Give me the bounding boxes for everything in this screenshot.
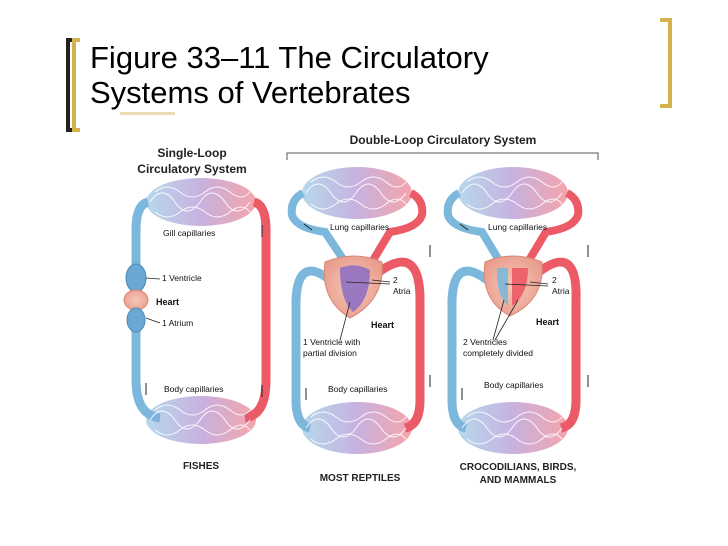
fish-gill-capillaries-label: Gill capillaries xyxy=(163,228,216,238)
double-loop-header: Double-Loop Circulatory System xyxy=(349,133,537,147)
reptile-atria-word: Atria xyxy=(393,286,411,296)
mammal-caption: CROCODILIANS, BIRDS, AND MAMMALS xyxy=(444,461,592,487)
reptile-lung-capillaries-label: Lung capillaries xyxy=(330,222,390,232)
mammal-lung-capillaries-label: Lung capillaries xyxy=(488,222,548,232)
reptile-heart-label: Heart xyxy=(371,320,395,330)
double-loop-brace xyxy=(286,152,599,160)
mammal-atria-label: 2 Atria xyxy=(552,275,569,297)
mammal-ventricle-note-line-1: 2 Ventricles xyxy=(463,337,507,347)
reptile-atria-label: 2 Atria xyxy=(393,275,410,297)
mammal-diagram xyxy=(443,167,589,454)
mammal-body-capillaries-label: Body capillaries xyxy=(484,380,544,390)
fish-ventricle-label: 1 Ventricle xyxy=(162,273,202,283)
single-loop-header: Single-Loop Circulatory System xyxy=(122,145,262,177)
reptile-caption: MOST REPTILES xyxy=(319,473,401,484)
gill-capillary-bed xyxy=(146,178,256,226)
mammal-caption-line-2: AND MAMMALS xyxy=(479,475,557,486)
fish-atrium xyxy=(126,307,146,333)
fish-body-capillaries-label: Body capillaries xyxy=(164,384,224,394)
left-bracket-accent xyxy=(72,38,80,132)
reptile-atria-count: 2 xyxy=(393,275,398,285)
reptile-body-capillary-bed xyxy=(302,402,412,454)
title-line-1: Figure 33–11 The Circulatory xyxy=(90,40,489,75)
fish-body-capillary-mesh xyxy=(149,404,251,436)
mammal-left-ventricle xyxy=(512,268,528,306)
mammal-body-capillary-bed xyxy=(458,402,568,454)
mammal-atria-count: 2 xyxy=(552,275,557,285)
reptile-lung-capillary-bed xyxy=(302,167,412,219)
fish-atrium-label: 1 Atrium xyxy=(162,318,194,328)
mammal-caption-line-1: CROCODILIANS, BIRDS, xyxy=(459,462,577,473)
title-line-2: Systems of Vertebrates xyxy=(90,75,411,110)
fish-heart xyxy=(123,289,149,311)
reptile-ventricle-note-line-2: partial division xyxy=(303,348,357,358)
fish-artery xyxy=(243,197,271,423)
reptile-body-capillaries-label: Body capillaries xyxy=(328,384,388,394)
fish-body-capillary-bed xyxy=(146,396,256,444)
gill-capillary-mesh xyxy=(149,186,251,218)
mammal-right-ventricle xyxy=(496,268,508,306)
mammal-ventricle-note-line-2: completely divided xyxy=(463,348,533,358)
reptile-ventricle-note-line-1: 1 Ventricle with xyxy=(303,337,361,347)
mammal-atria-word: Atria xyxy=(552,286,570,296)
single-loop-header-line-1: Single-Loop xyxy=(157,146,227,160)
right-bracket xyxy=(660,18,672,108)
title-underline xyxy=(120,112,175,115)
mammal-lung-capillary-bed xyxy=(458,167,568,219)
reptile-ventricle xyxy=(340,265,370,312)
reptile-ventricle-note: 1 Ventricle with partial division xyxy=(303,337,360,359)
mammal-ventricle-note: 2 Ventricles completely divided xyxy=(463,337,533,359)
fish-diagram xyxy=(123,178,271,444)
slide-title: Figure 33–11 The Circulatory Systems of … xyxy=(90,40,489,110)
fish-ventricle xyxy=(125,263,147,293)
single-loop-header-line-2: Circulatory System xyxy=(137,162,247,176)
fish-heart-label: Heart xyxy=(156,297,180,307)
mammal-heart-label: Heart xyxy=(536,317,560,327)
fish-caption: FISHES xyxy=(182,461,220,472)
reptile-diagram xyxy=(287,167,431,454)
